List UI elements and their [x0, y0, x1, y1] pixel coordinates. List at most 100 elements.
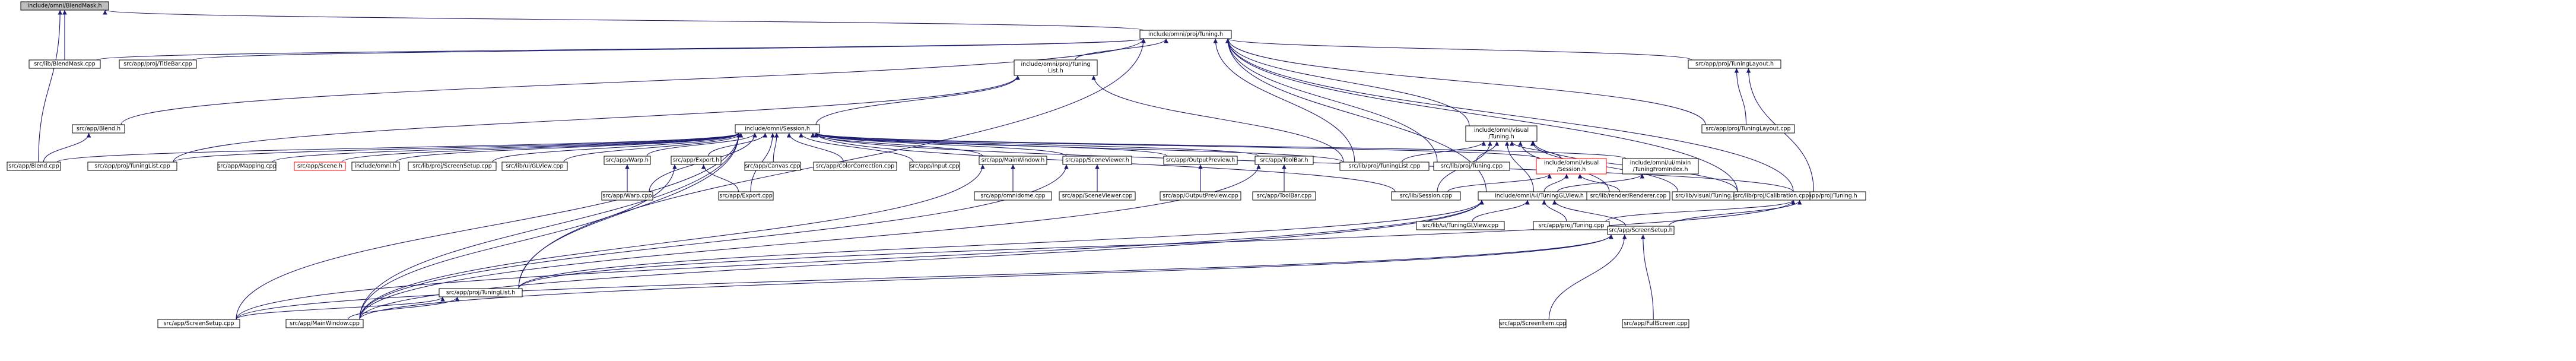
graph-node[interactable]: src/app/ScreenSetup.h — [1607, 226, 1675, 235]
graph-node[interactable]: src/app/Blend.h — [72, 124, 125, 134]
node-label: src/app/Blend.cpp — [8, 163, 59, 170]
node-box — [157, 319, 240, 328]
node-box — [119, 59, 197, 69]
dependency-edge — [236, 296, 445, 320]
graph-node[interactable]: src/lib/proj/TuningList.cpp — [1339, 162, 1430, 171]
node-label: include/omni/ui/TuningGLView.h — [1495, 193, 1584, 200]
node-box — [718, 191, 774, 201]
node-label: src/app/ToolBar.cpp — [1257, 193, 1311, 200]
node-box — [1688, 59, 1781, 69]
node-label: src/app/Export.cpp — [719, 193, 773, 200]
graph-node[interactable]: src/app/proj/TuningLayout.h — [1688, 59, 1781, 69]
dependency-edge — [773, 132, 779, 163]
node-box — [28, 59, 101, 69]
graph-node[interactable]: src/app/Scene.h — [294, 162, 346, 171]
node-label: src/app/proj/TitleBar.cpp — [123, 61, 192, 68]
graph-node[interactable]: include/omni/visual/Session.h — [1536, 158, 1607, 175]
dependency-edge — [1542, 200, 1567, 222]
graph-node[interactable]: include/omni/ui/mixin/TuningFromIndex.h — [1622, 158, 1699, 175]
graph-node[interactable]: src/app/SceneViewer.h — [1062, 156, 1132, 165]
node-box — [294, 162, 346, 171]
graph-node[interactable]: src/app/Blend.cpp — [7, 162, 61, 171]
dependency-edge — [518, 200, 1484, 289]
dependency-edge — [1225, 38, 1706, 125]
graph-node[interactable]: src/app/Canvas.cpp — [744, 162, 801, 171]
graph-node[interactable]: src/app/Mapping.cpp — [217, 162, 277, 171]
graph-node[interactable]: include/omni/proj/Tuning.h — [1139, 30, 1232, 39]
node-box — [1416, 221, 1505, 230]
node-box — [813, 162, 897, 171]
graph-node[interactable]: src/app/ToolBar.cpp — [1252, 191, 1316, 201]
dependency-edge — [120, 38, 1146, 125]
graph-node[interactable]: src/lib/proj/Tuning.cpp — [1433, 162, 1510, 171]
graph-node[interactable]: src/app/ScreenItem.cpp — [1499, 319, 1567, 328]
dependency-edge — [1225, 38, 1794, 192]
graph-node[interactable]: src/app/proj/TuningLayout.cpp — [1701, 124, 1795, 134]
graph-node[interactable]: src/app/Export.h — [671, 156, 722, 165]
graph-node[interactable]: src/app/Warp.h — [603, 156, 651, 165]
graph-node[interactable]: src/lib/BlendMask.cpp — [28, 59, 101, 69]
graph-node[interactable]: src/lib/ui/TuningGLView.cpp — [1416, 221, 1505, 230]
graph-node[interactable]: src/lib/proj/Calibration.cpp — [1733, 191, 1810, 201]
graph-node[interactable]: src/app/ColorCorrection.cpp — [813, 162, 897, 171]
node-label: src/app/FullScreen.cpp — [1624, 321, 1687, 327]
node-label: src/lib/BlendMask.cpp — [34, 61, 95, 68]
node-label: src/lib/ui/TuningGLView.cpp — [1422, 223, 1498, 229]
node-box — [1586, 191, 1670, 201]
dependency-edge — [43, 132, 91, 163]
dependency-edge — [1734, 68, 1747, 125]
graph-node[interactable]: src/lib/render/Renderer.cpp — [1586, 191, 1670, 201]
graph-node[interactable]: include/omni/BlendMask.h — [20, 1, 109, 11]
graph-node[interactable]: src/app/ToolBar.h — [1254, 156, 1314, 165]
node-label: src/app/OutputPreview.cpp — [1162, 193, 1238, 200]
graph-node[interactable]: src/app/FullScreen.cpp — [1622, 319, 1689, 328]
node-label: List.h — [1048, 68, 1063, 74]
node-label: /TuningFromIndex.h — [1632, 166, 1688, 173]
graph-node[interactable]: include/omni.h — [351, 162, 400, 171]
graph-node[interactable]: src/app/ScreenSetup.cpp — [157, 319, 240, 328]
graph-node[interactable]: src/app/Warp.cpp — [601, 191, 653, 201]
node-label: src/app/proj/Tuning.h — [1798, 193, 1857, 200]
graph-node[interactable]: src/app/proj/Tuning.cpp — [1533, 221, 1610, 230]
graph-node[interactable]: src/app/omnidome.cpp — [974, 191, 1052, 201]
node-box — [1160, 191, 1241, 201]
dependency-edge — [646, 132, 757, 157]
dependency-edge — [814, 132, 1627, 159]
graph-node[interactable]: src/app/proj/TuningList.h — [439, 288, 523, 297]
node-box — [1733, 191, 1810, 201]
graph-node[interactable]: include/omni/Session.h — [735, 124, 820, 134]
dependency-edge — [563, 132, 744, 163]
graph-node[interactable]: src/app/SceneViewer.cpp — [1059, 191, 1136, 201]
node-box — [1254, 156, 1314, 165]
graph-node[interactable]: src/app/proj/TitleBar.cpp — [119, 59, 197, 69]
graph-node[interactable]: src/app/MainWindow.h — [979, 156, 1047, 165]
dependency-edge — [810, 132, 983, 157]
dependency-edge — [798, 132, 914, 163]
node-box — [1252, 191, 1316, 201]
graph-node[interactable]: src/app/proj/TuningList.cpp — [87, 162, 177, 171]
node-box — [671, 156, 722, 165]
node-box — [439, 288, 523, 297]
node-box — [735, 124, 820, 134]
graph-node[interactable]: src/app/Input.cpp — [909, 162, 960, 171]
node-label: src/app/SceneViewer.cpp — [1062, 193, 1133, 200]
graph-node[interactable]: src/lib/ui/GLView.cpp — [501, 162, 568, 171]
graph-node[interactable]: include/omni/proj/TuningList.h — [1014, 59, 1098, 76]
graph-node[interactable]: src/lib/Session.cpp — [1391, 191, 1461, 201]
dependency-edge — [1668, 200, 1802, 227]
graph-node[interactable]: src/app/Export.cpp — [718, 191, 774, 201]
dependency-edge — [1402, 141, 1486, 163]
node-label: include/omni/proj/Tuning — [1021, 61, 1090, 68]
graph-node[interactable]: src/app/OutputPreview.cpp — [1160, 191, 1241, 201]
dependency-edge — [1605, 200, 1796, 222]
graph-node[interactable]: include/omni/ui/TuningGLView.h — [1478, 191, 1601, 201]
graph-node[interactable]: src/app/MainWindow.cpp — [285, 319, 364, 328]
graph-node[interactable]: include/omni/visual/Tuning.h — [1465, 125, 1538, 142]
node-label: src/app/Blend.h — [77, 126, 120, 132]
node-box — [1622, 158, 1699, 175]
dependency-edge — [1225, 38, 1470, 126]
graph-node[interactable]: src/app/OutputPreview.h — [1163, 156, 1238, 165]
dependency-edge — [518, 132, 741, 289]
graph-node[interactable]: src/lib/proj/ScreenSetup.cpp — [408, 162, 497, 171]
dependency-edges — [38, 10, 1814, 320]
